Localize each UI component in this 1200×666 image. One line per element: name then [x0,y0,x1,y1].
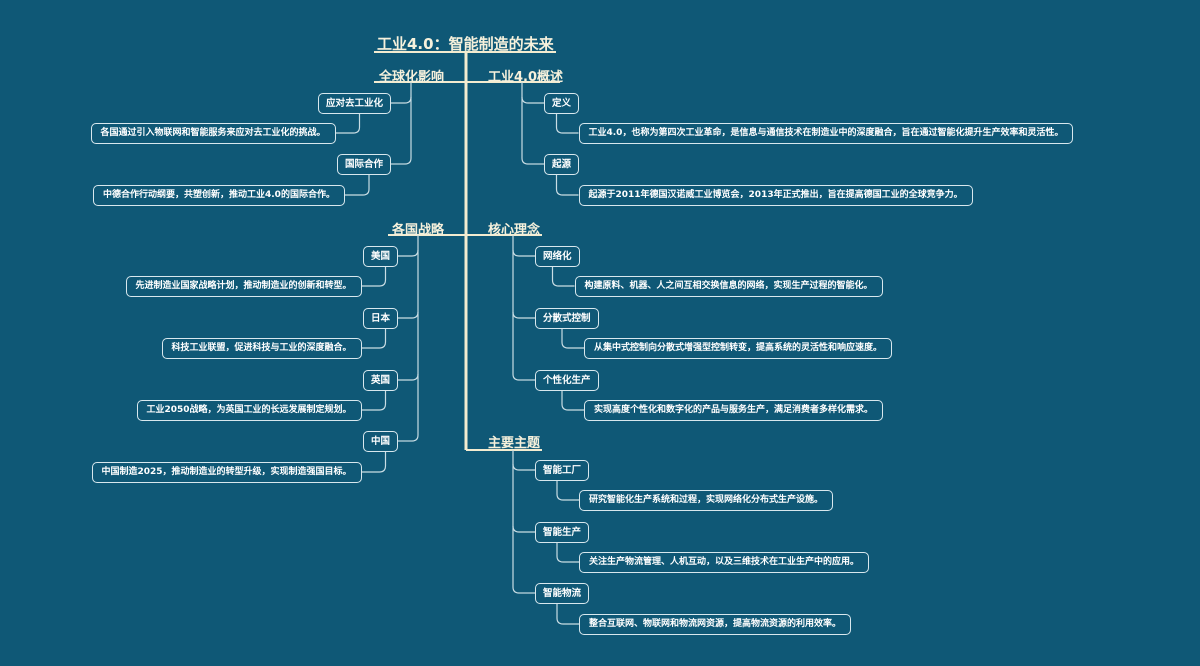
topic-node: 智能工厂 [535,460,590,481]
detail-connector [361,328,387,349]
detail-connector [551,266,575,287]
detail-node: 起源于2011年德国汉诺威工业博览会，2013年正式推出，旨在提高德国工业的全球… [578,185,973,206]
branch-title-left-0: 全球化影响 [379,70,445,85]
child-connector [512,249,535,257]
child-connector [398,249,419,257]
detail-node: 科技工业联盟，促进科技与工业的深度融合。 [161,338,362,359]
branch-spine [512,235,520,381]
detail-node: 中国制造2025，推动制造业的转型升级，实现制造强国目标。 [91,462,362,483]
topic-node: 美国 [363,246,399,267]
detail-node: 整合互联网、物联网和物流网资源，提高物流资源的利用效率。 [579,614,852,635]
topic-node: 智能物流 [535,583,590,604]
topic-node: 定义 [544,93,580,114]
detail-node: 从集中式控制向分散式增强型控制转变，提高系统的灵活性和响应速度。 [584,338,893,359]
branch-spine [512,450,520,594]
detail-connector [556,603,579,625]
detail-connector [556,542,579,563]
topic-node: 起源 [544,154,580,175]
child-connector [398,373,419,381]
root-title: 工业4.0：智能制造的未来 [377,35,554,53]
topic-node: 日本 [363,308,399,329]
topic-node: 智能生产 [535,522,590,543]
detail-node: 工业4.0，也称为第四次工业革命，是信息与通信技术在制造业中的深度融合，旨在通过… [578,123,1074,144]
branch-title-left-1: 各国战略 [392,223,445,238]
detail-connector [361,266,387,287]
detail-node: 构建原料、机器、人之间互相交换信息的网络，实现生产过程的智能化。 [574,276,883,297]
topic-node: 应对去工业化 [318,93,392,114]
branch-title-1: 核心理念 [488,223,541,238]
child-connector [398,311,419,319]
branch-title-0: 工业4.0概述 [488,70,564,85]
detail-node: 中德合作行动纲要，共塑创新，推动工业4.0的国际合作。 [93,185,345,206]
detail-connector [345,174,370,196]
detail-node: 各国通过引入物联网和智能服务来应对去工业化的挑战。 [90,123,336,144]
detail-connector [361,451,387,473]
child-connector [512,463,535,471]
detail-connector [556,480,579,501]
topic-node: 国际合作 [337,154,392,175]
child-connector [391,96,412,104]
detail-node: 关注生产物流管理、人机互动，以及三维技术在工业生产中的应用。 [579,552,870,573]
detail-connector [555,113,579,134]
topic-node: 个性化生产 [535,370,599,391]
branch-spine [521,82,529,165]
child-connector [512,525,535,533]
detail-node: 先进制造业国家战略计划，推动制造业的创新和转型。 [125,276,362,297]
detail-connector [561,390,584,411]
detail-connector [361,390,387,411]
child-connector [521,96,544,104]
detail-node: 工业2050战略，为英国工业的长远发展制定规划。 [136,400,362,421]
detail-node: 实现高度个性化和数字化的产品与服务生产，满足消费者多样化需求。 [584,400,884,421]
branch-spine [411,235,419,442]
detail-node: 研究智能化生产系统和过程，实现网络化分布式生产设施。 [579,490,834,511]
detail-connector [555,174,579,196]
topic-node: 分散式控制 [535,308,599,329]
branch-title-2: 主要主题 [488,436,541,451]
topic-node: 英国 [363,370,399,391]
child-connector [512,311,535,319]
detail-connector [561,328,584,349]
topic-node: 网络化 [535,246,580,267]
branch-spine [404,82,412,165]
topic-node: 中国 [363,431,399,452]
detail-connector [335,113,361,134]
